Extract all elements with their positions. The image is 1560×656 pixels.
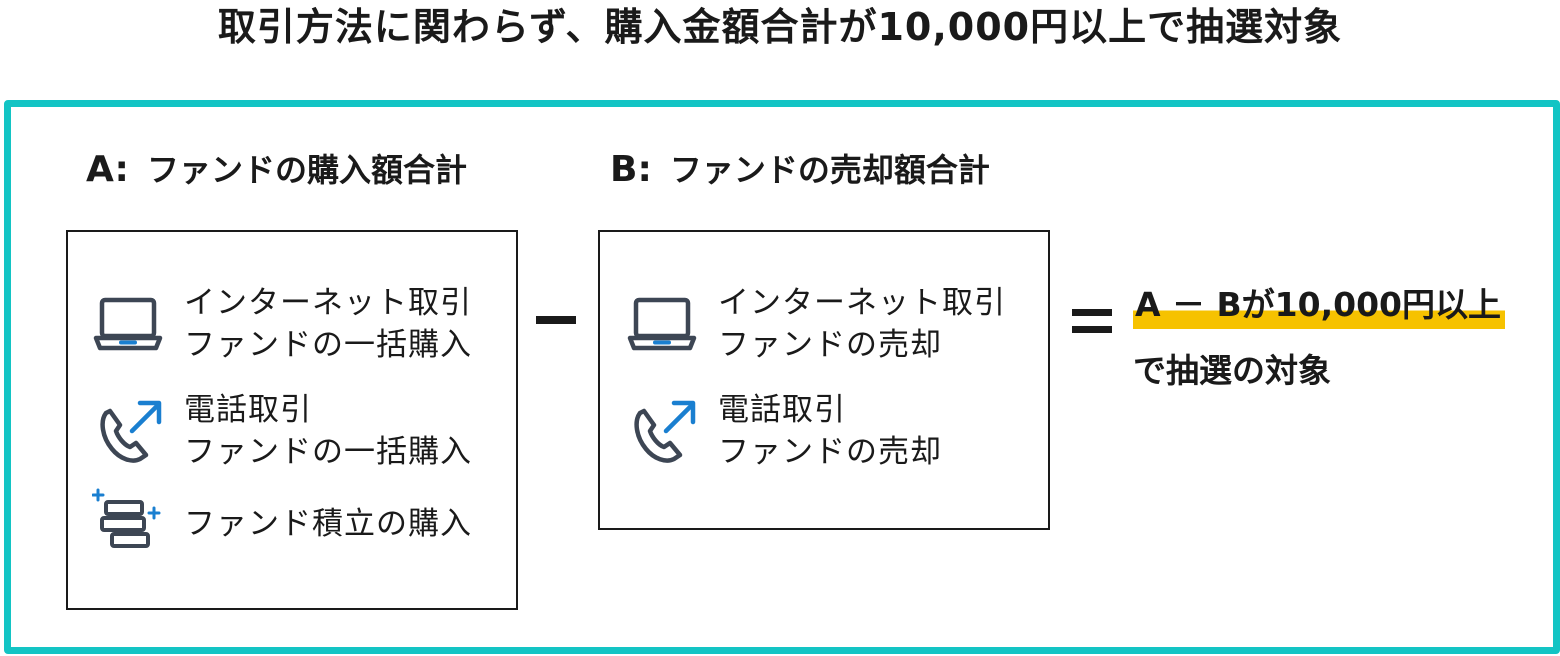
item-line-1: ファンド積立の購入 xyxy=(184,506,472,542)
section-a-item-internet: インターネット取引 ファンドの一括購入 xyxy=(92,282,472,366)
stack-plus-icon xyxy=(92,488,161,548)
section-a-label: ファンドの購入額合計 xyxy=(146,151,467,189)
item-text: 電話取引 ファンドの一括購入 xyxy=(184,389,472,473)
result-text: A － Bが10,000円以上 で抽選の対象 xyxy=(1133,272,1506,404)
item-line-2: ファンドの一括購入 xyxy=(184,327,472,363)
item-line-2: ファンドの一括購入 xyxy=(184,434,472,470)
item-line-1: 電話取引 xyxy=(184,392,312,428)
section-a-letter: A: xyxy=(86,149,129,190)
section-b-letter: B: xyxy=(610,149,652,190)
section-a-title: A: ファンドの購入額合計 xyxy=(86,148,467,192)
section-b-label: ファンドの売却額合計 xyxy=(669,151,990,189)
item-line-2: ファンドの売却 xyxy=(718,434,942,470)
laptop-icon xyxy=(627,297,697,351)
item-line-2: ファンドの売却 xyxy=(718,327,942,363)
minus-sign xyxy=(536,316,576,324)
section-b-box xyxy=(598,230,1050,530)
item-text: インターネット取引 ファンドの売却 xyxy=(718,282,1006,366)
item-text: インターネット取引 ファンドの一括購入 xyxy=(184,282,472,366)
phone-icon xyxy=(634,400,696,463)
equals-sign xyxy=(1072,309,1112,333)
section-a-item-accumulation: ファンド積立の購入 xyxy=(92,488,472,560)
section-a-item-phone: 電話取引 ファンドの一括購入 xyxy=(92,389,472,473)
section-b-item-phone: 電話取引 ファンドの売却 xyxy=(626,389,942,473)
item-line-1: インターネット取引 xyxy=(184,285,472,321)
page-title: 取引方法に関わらず、購入金額合計が10,000円以上で抽選対象 xyxy=(217,5,1343,49)
phone-icon xyxy=(100,400,162,463)
item-text: ファンド積立の購入 xyxy=(184,503,472,545)
item-line-1: インターネット取引 xyxy=(718,285,1006,321)
item-line-1: 電話取引 xyxy=(718,392,846,428)
item-text: 電話取引 ファンドの売却 xyxy=(718,389,942,473)
result-line-2: で抽選の対象 xyxy=(1133,351,1331,390)
laptop-icon xyxy=(93,297,163,351)
section-b-title: B: ファンドの売却額合計 xyxy=(610,148,990,192)
section-b-item-internet: インターネット取引 ファンドの売却 xyxy=(626,282,1006,366)
result-highlight: A － Bが10,000円以上 xyxy=(1133,272,1506,338)
